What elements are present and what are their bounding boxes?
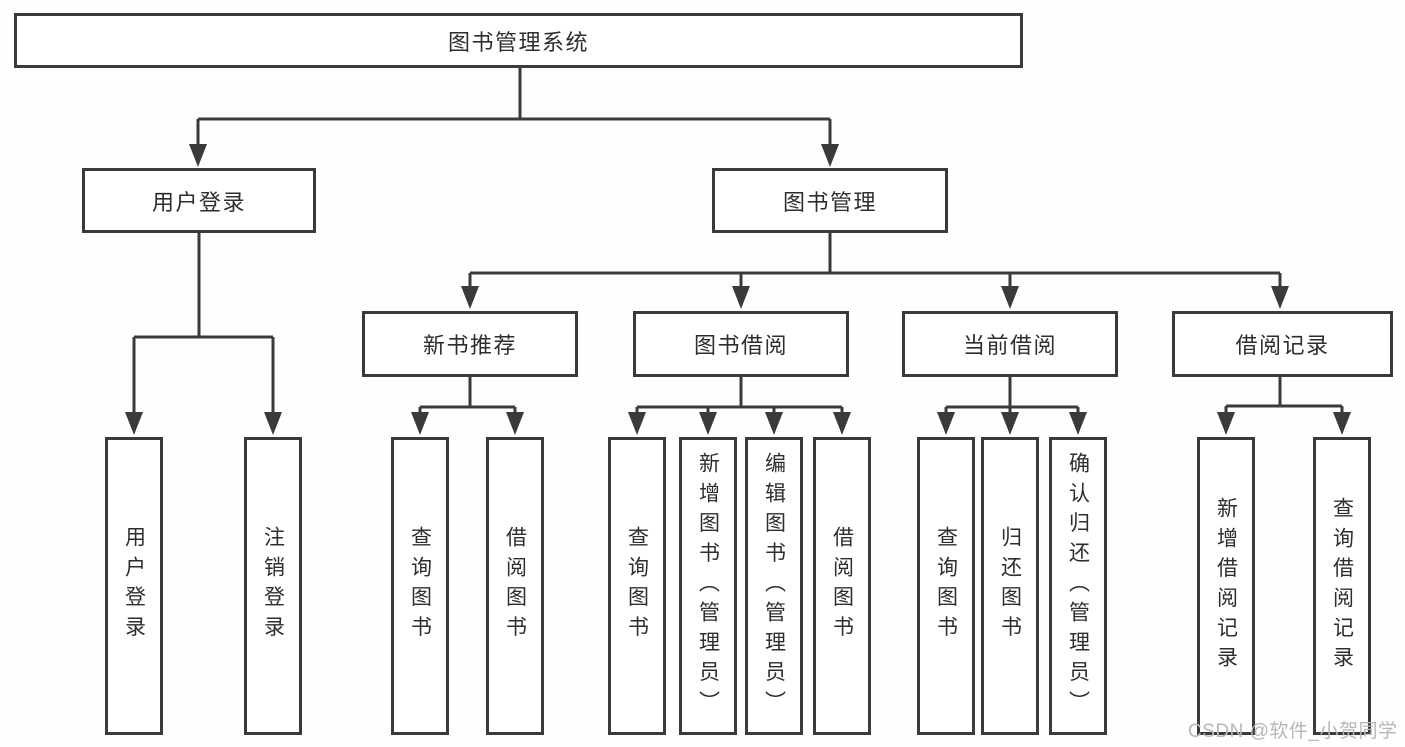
leaf-label: 新增借阅记录 [1214,496,1238,676]
leaf-user-login: 用户登录 [105,437,163,735]
leaf-label: 查询图书 [934,526,958,646]
arrow-down-icon [628,412,646,435]
node-book-borrowing: 图书借阅 [633,311,849,377]
node-book-management: 图书管理 [712,168,948,233]
leaf-add-books-admin: 新增图书（管理员） [679,437,737,735]
leaf-label: 确认归还（管理员） [1066,451,1090,721]
leaf-query-borrow-record: 查询借阅记录 [1313,437,1371,735]
node-label: 图书管理系统 [447,29,589,55]
arrow-down-icon [1001,412,1019,435]
arrow-down-icon [937,412,955,435]
leaf-label: 编辑图书（管理员） [762,451,786,721]
leaf-query-books: 查询图书 [391,437,449,735]
arrow-down-icon [264,412,282,435]
leaf-label: 用户登录 [122,526,146,646]
leaf-label: 查询图书 [408,526,432,646]
arrow-down-icon [506,412,524,435]
leaf-label: 借阅图书 [503,526,527,646]
arrow-down-icon [461,286,479,309]
arrow-down-icon [821,144,839,167]
arrow-down-icon [833,412,851,435]
node-new-book-recommend: 新书推荐 [362,311,578,377]
arrow-down-icon [765,412,783,435]
arrow-down-icon [189,144,207,167]
arrow-down-icon [732,286,750,309]
leaf-borrow-books: 借阅图书 [486,437,544,735]
leaf-label: 新增图书（管理员） [696,451,720,721]
leaf-label: 查询借阅记录 [1330,496,1354,676]
arrow-down-icon [1333,412,1351,435]
node-user-login: 用户登录 [82,168,316,233]
node-label: 当前借阅 [962,333,1057,358]
node-label: 图书借阅 [693,333,788,358]
arrow-down-icon [1001,286,1019,309]
leaf-query-books: 查询图书 [608,437,666,735]
leaf-edit-books-admin: 编辑图书（管理员） [745,437,803,735]
arrow-down-icon [1069,412,1087,435]
leaf-label: 归还图书 [998,526,1022,646]
leaf-label: 借阅图书 [830,526,854,646]
arrow-down-icon [1217,412,1235,435]
csdn-watermark: CSDN @软件_小贺同学 [1188,721,1398,742]
leaf-label: 查询图书 [625,526,649,646]
node-current-borrowing: 当前借阅 [902,311,1118,377]
leaf-return-books: 归还图书 [981,437,1039,735]
node-label: 新书推荐 [422,333,517,358]
arrow-down-icon [125,412,143,435]
arrow-down-icon [699,412,717,435]
node-root-system: 图书管理系统 [14,13,1023,68]
node-borrow-records: 借阅记录 [1172,311,1393,377]
arrow-down-icon [411,412,429,435]
leaf-borrow-books: 借阅图书 [813,437,871,735]
leaf-label: 注销登录 [261,526,285,646]
node-label: 用户登录 [151,189,246,215]
leaf-add-borrow-record: 新增借阅记录 [1197,437,1255,735]
leaf-query-books: 查询图书 [917,437,975,735]
node-label: 图书管理 [782,189,877,215]
leaf-confirm-return-admin: 确认归还（管理员） [1049,437,1107,735]
node-label: 借阅记录 [1235,333,1330,358]
leaf-logout: 注销登录 [244,437,302,735]
arrow-down-icon [1271,286,1289,309]
